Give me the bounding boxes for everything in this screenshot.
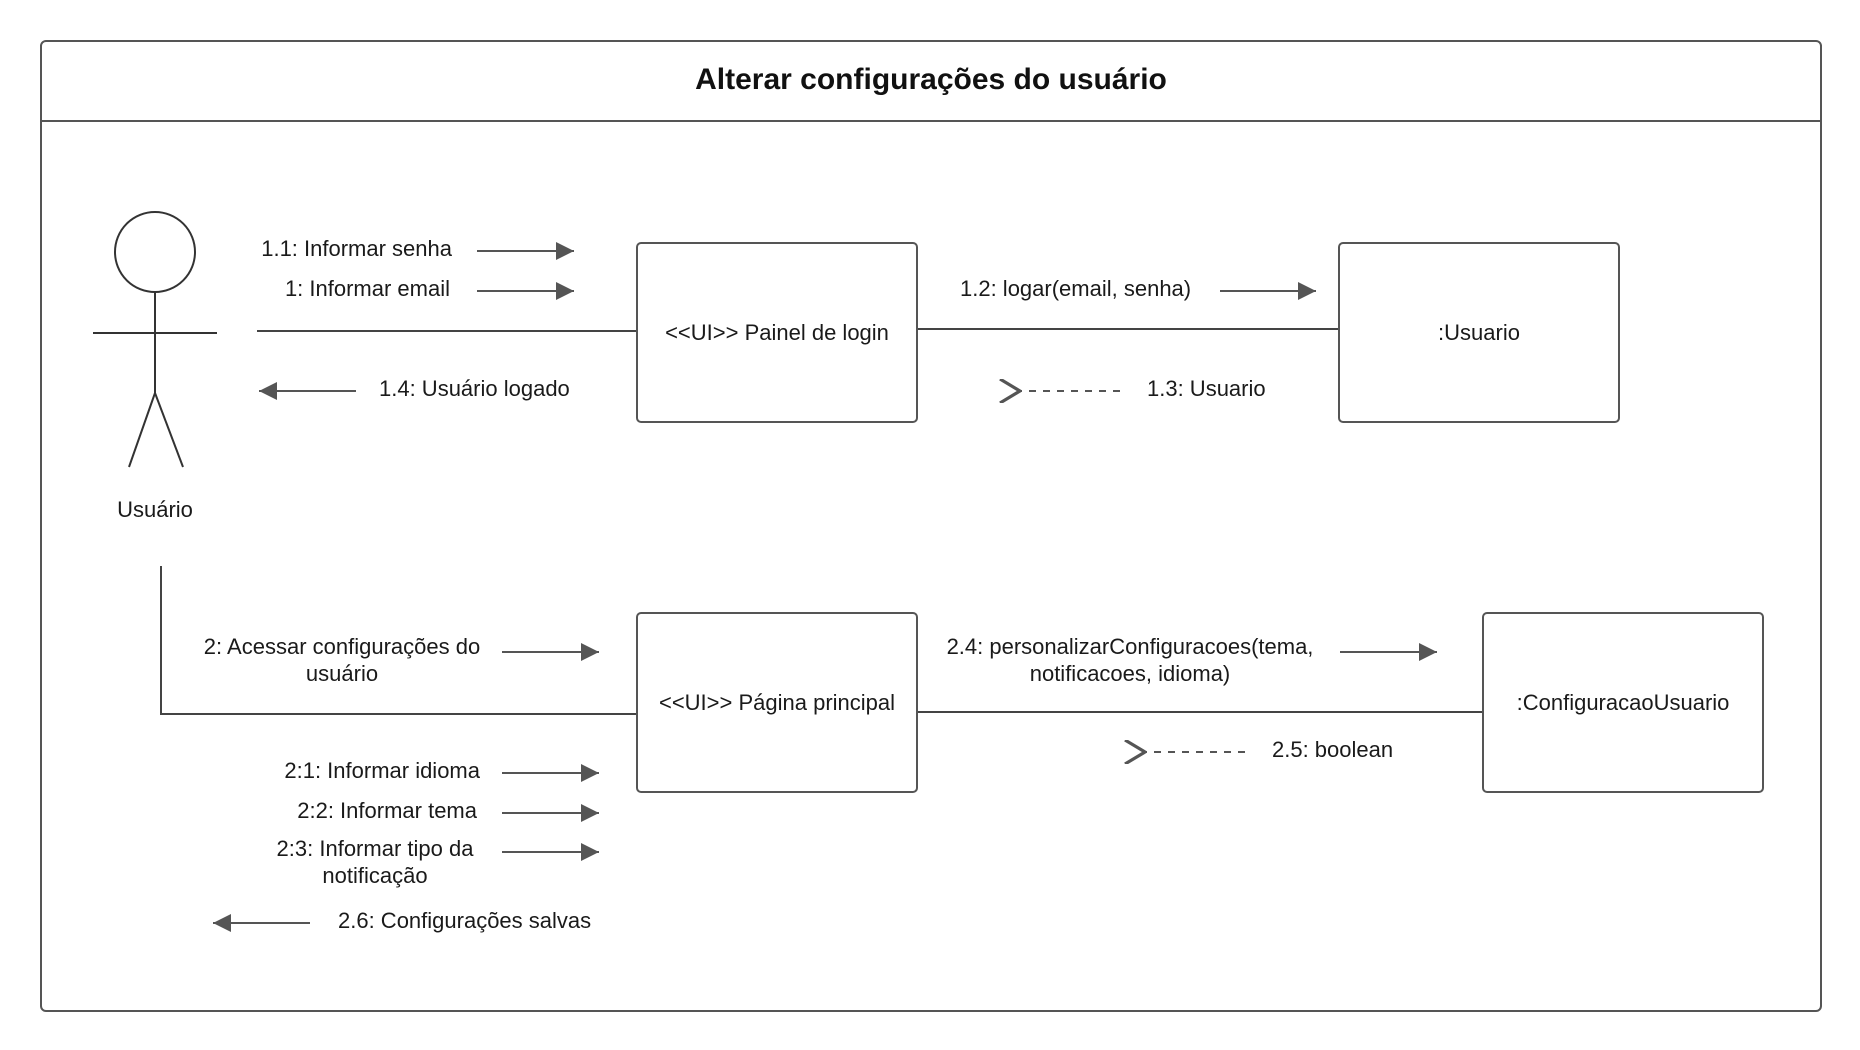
message-2-label: 2: Acessar configurações do usuário bbox=[192, 633, 492, 687]
message-2-1-label: 2:1: Informar idioma bbox=[284, 758, 480, 783]
actor-stick-figure bbox=[93, 211, 217, 468]
message-2-4-line2: notificacoes, idioma) bbox=[1029, 661, 1231, 686]
message-2-3-line2: notificação bbox=[322, 863, 428, 888]
main-page-label: <<UI>> Página principal bbox=[658, 689, 896, 715]
message-2-6-label: 2.6: Configurações salvas bbox=[338, 908, 592, 933]
diagram-title: Alterar configurações do usuário bbox=[695, 63, 1167, 96]
login-panel-box: <<UI>> Painel de login bbox=[636, 242, 918, 423]
message-2-3-line1: 2:3: Informar tipo da bbox=[276, 836, 474, 861]
message-2-4-line1: 2.4: personalizarConfiguracoes(tema, bbox=[946, 634, 1314, 659]
actor-label: Usuário bbox=[117, 497, 193, 522]
actor-right-leg bbox=[154, 392, 184, 468]
message-2-line2: usuário bbox=[305, 661, 379, 686]
main-page-box: <<UI>> Página principal bbox=[636, 612, 918, 793]
message-1-4-label: 1.4: Usuário logado bbox=[379, 376, 570, 401]
login-panel-label: <<UI>> Painel de login bbox=[665, 319, 889, 345]
title-bar: Alterar configurações do usuário bbox=[40, 40, 1822, 122]
message-2-5-label: 2.5: boolean bbox=[1272, 737, 1394, 762]
message-1-3-label: 1.3: Usuario bbox=[1147, 376, 1266, 401]
usuario-box: :Usuario bbox=[1338, 242, 1620, 423]
message-1-1-label: 1.1: Informar senha bbox=[261, 236, 452, 261]
message-2-3-label: 2:3: Informar tipo da notificação bbox=[255, 835, 495, 889]
actor-left-leg bbox=[128, 392, 156, 468]
config-usuario-box: :ConfiguracaoUsuario bbox=[1482, 612, 1764, 793]
message-2-line1: 2: Acessar configurações do bbox=[203, 634, 481, 659]
message-2-4-label: 2.4: personalizarConfiguracoes(tema, not… bbox=[930, 633, 1330, 687]
link-actor-main bbox=[160, 566, 637, 715]
message-2-2-label: 2:2: Informar tema bbox=[297, 798, 477, 823]
actor-head bbox=[114, 211, 196, 293]
usuario-label: :Usuario bbox=[1438, 319, 1520, 345]
message-1-2-label: 1.2: logar(email, senha) bbox=[960, 276, 1192, 301]
config-usuario-label: :ConfiguracaoUsuario bbox=[1516, 689, 1730, 715]
message-1-label: 1: Informar email bbox=[284, 276, 450, 301]
diagram-frame bbox=[40, 40, 1822, 1012]
